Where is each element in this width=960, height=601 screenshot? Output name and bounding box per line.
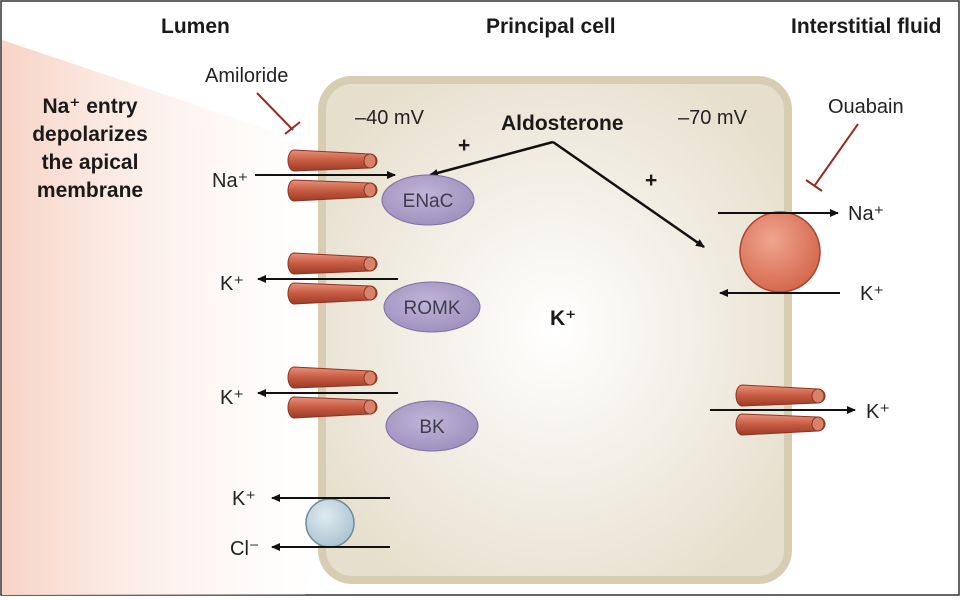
romk-protein	[383, 281, 481, 333]
k-bk-label: K⁺	[220, 387, 244, 409]
bk-protein	[385, 400, 479, 452]
header-lumen: Lumen	[161, 15, 230, 38]
aldosterone-arrow-enac	[429, 140, 554, 177]
enac-protein	[381, 174, 475, 226]
apical-potential: –40 mV	[355, 107, 425, 129]
amiloride-inhibitor-line	[256, 92, 301, 135]
k-cotransport-label: K⁺	[232, 488, 256, 510]
ouabain-inhibitor-line	[805, 123, 859, 192]
cl-cotransport-label: Cl⁻	[230, 538, 259, 560]
k-baso-channel-label: K⁺	[866, 401, 890, 423]
note-line-1: Na⁺ entry	[42, 95, 137, 118]
depolarization-wedge	[2, 40, 330, 595]
aldosterone-label: Aldosterone	[501, 112, 624, 135]
kcl-cotransporter	[305, 498, 355, 548]
header-principal-cell: Principal cell	[486, 15, 616, 38]
enac-channel	[287, 149, 378, 202]
aldosterone-arrow-pump	[552, 140, 705, 249]
basolateral-k-channel	[735, 384, 826, 436]
depolarization-note: Na⁺ entry depolarizes the apical membran…	[32, 95, 148, 202]
romk-label: ROMK	[404, 298, 461, 319]
amiloride-label: Amiloride	[205, 65, 288, 87]
note-line-3: the apical	[42, 151, 139, 174]
k-romk-label: K⁺	[220, 273, 244, 295]
enac-label: ENaC	[403, 191, 454, 212]
romk-channel	[287, 252, 378, 305]
na-k-pump	[739, 211, 821, 293]
header-interstitial-fluid: Interstitial fluid	[791, 15, 942, 38]
aldosterone-plus-left: +	[458, 134, 470, 157]
aldosterone-plus-right: +	[645, 169, 657, 192]
intracellular-k-label: K⁺	[550, 307, 576, 330]
na-pump-label: Na⁺	[848, 203, 884, 225]
bk-channel	[287, 366, 378, 419]
na-apical-label: Na⁺	[212, 170, 248, 192]
basolateral-potential: –70 mV	[678, 107, 748, 129]
note-line-4: membrane	[37, 179, 143, 202]
ouabain-label: Ouabain	[828, 96, 904, 118]
note-line-2: depolarizes	[32, 123, 148, 146]
bk-label: BK	[419, 417, 445, 438]
k-pump-label: K⁺	[860, 283, 884, 305]
principal-cell	[318, 76, 792, 584]
